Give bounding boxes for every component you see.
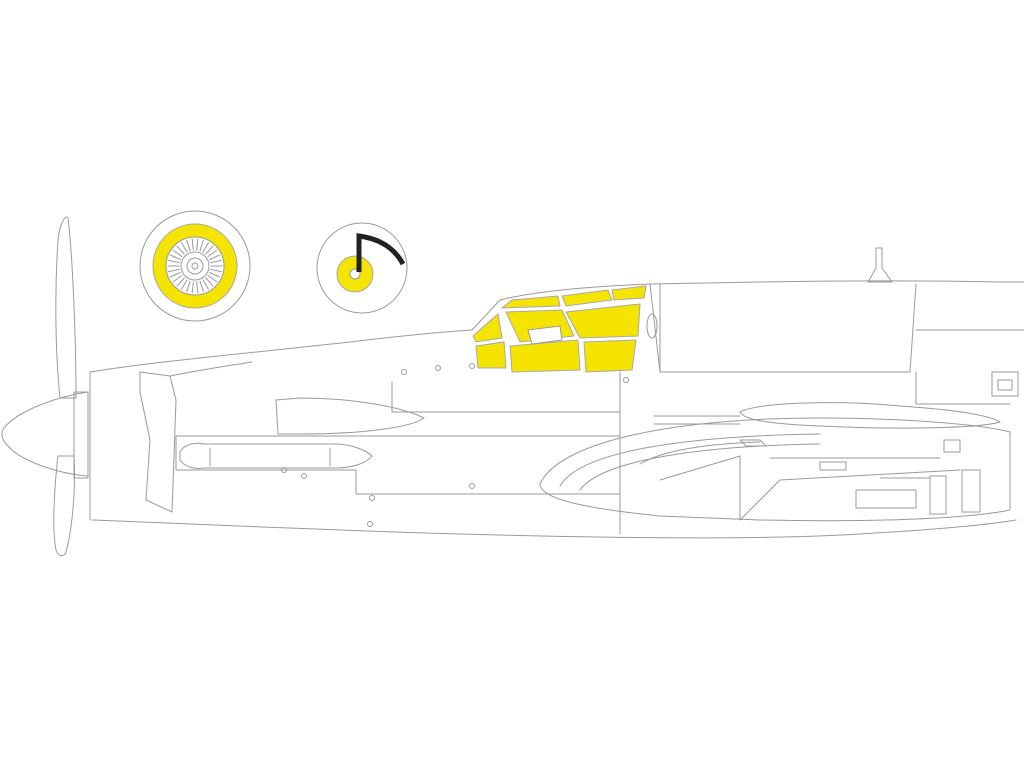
exhaust-stack — [179, 442, 373, 469]
wheel-spoke — [209, 254, 221, 260]
canopy-mask-8 — [565, 303, 641, 339]
flap-lines — [653, 415, 741, 425]
fuselage-panel — [391, 381, 621, 413]
canopy-masks — [472, 285, 647, 373]
canopy-mask-9 — [583, 339, 637, 373]
rivet — [401, 369, 407, 375]
wing-planform — [539, 417, 1011, 522]
wing-structure — [539, 402, 1011, 522]
canopy-mask-5 — [509, 339, 581, 373]
wing-root-fairing — [275, 397, 425, 435]
antenna-mast — [867, 247, 893, 283]
gear-strut — [769, 457, 941, 471]
rivet-markers — [281, 363, 629, 527]
wheel-spoke — [172, 274, 183, 283]
wheel-spoke — [205, 245, 214, 255]
wheel-spoke — [191, 238, 194, 251]
wheel-spoke — [207, 249, 218, 258]
wheel-spoke — [196, 281, 199, 294]
wheel-spoke — [169, 272, 181, 278]
propeller — [1, 216, 89, 557]
wheel-spoke — [202, 279, 209, 290]
wheel-spoke — [202, 242, 209, 253]
tail-panel — [915, 329, 1024, 405]
tail-hatch — [991, 371, 1019, 397]
wheel-spoke — [207, 274, 218, 283]
fuselage-outline — [89, 247, 1024, 539]
wheel-spoke — [186, 239, 191, 252]
rivet — [369, 495, 375, 501]
wheel-spoke — [172, 249, 183, 258]
wheel-spoke — [168, 259, 180, 264]
wheel-spoke — [168, 268, 180, 273]
wheel-spoke — [191, 281, 194, 294]
gear-bay-lines — [659, 455, 961, 521]
wheel-spoke — [196, 238, 199, 251]
rivet — [281, 467, 287, 473]
propeller-blade-upper — [55, 216, 77, 399]
wing-ribs — [559, 433, 821, 491]
rivet — [435, 365, 441, 371]
bay-door — [855, 477, 931, 509]
wheel-spoke — [181, 242, 188, 253]
main-wheel-mask — [139, 210, 251, 322]
wheel-spoke — [205, 277, 214, 287]
wheel-spoke — [210, 268, 222, 273]
main-wheel-spokes — [167, 238, 223, 294]
rear-fuselage-panel — [649, 283, 917, 373]
fuselage-bottom-line — [91, 519, 1017, 539]
canopy-mask-6 — [561, 289, 613, 307]
canopy-mask-3 — [500, 295, 561, 309]
rivet — [469, 483, 475, 489]
rivet — [301, 473, 307, 479]
rivet — [367, 521, 373, 527]
wheel-spoke — [209, 272, 221, 278]
canopy-mask-2 — [475, 341, 507, 369]
wheel-spoke — [176, 277, 185, 287]
tail-wheel-marker — [356, 233, 406, 272]
tail-wheel-mask — [316, 222, 408, 314]
wheel-spoke — [199, 280, 204, 293]
stabilizer — [739, 402, 1001, 429]
canopy-mask-1 — [472, 313, 503, 343]
exhaust-ends — [209, 447, 331, 467]
rivet — [623, 377, 629, 383]
fuselage-top-line — [89, 280, 1024, 373]
rivet — [469, 363, 475, 369]
side-window — [646, 313, 658, 339]
cowl-panel — [175, 435, 621, 495]
engine-cowl-flap — [139, 371, 177, 513]
canopy-mask-7 — [611, 285, 647, 301]
prop-hub — [73, 391, 89, 479]
wheel-spoke — [199, 239, 204, 252]
canopy-vent-window — [527, 325, 563, 345]
bay-frames — [929, 469, 981, 515]
wheel-spoke — [210, 259, 222, 264]
main-wheel-inner-ring — [180, 251, 210, 281]
wing-fitting — [739, 439, 767, 447]
propeller-blade-lower — [53, 455, 76, 557]
wheel-spoke — [176, 245, 185, 255]
main-wheel-axle — [191, 262, 199, 270]
main-wheel-axle-ring — [186, 257, 204, 275]
spinner — [1, 391, 89, 477]
wheel-spoke — [169, 254, 181, 260]
access-panel — [943, 439, 961, 453]
wheel-spoke — [181, 279, 188, 290]
cowl-line — [169, 361, 253, 377]
wheel-spoke — [186, 280, 191, 293]
